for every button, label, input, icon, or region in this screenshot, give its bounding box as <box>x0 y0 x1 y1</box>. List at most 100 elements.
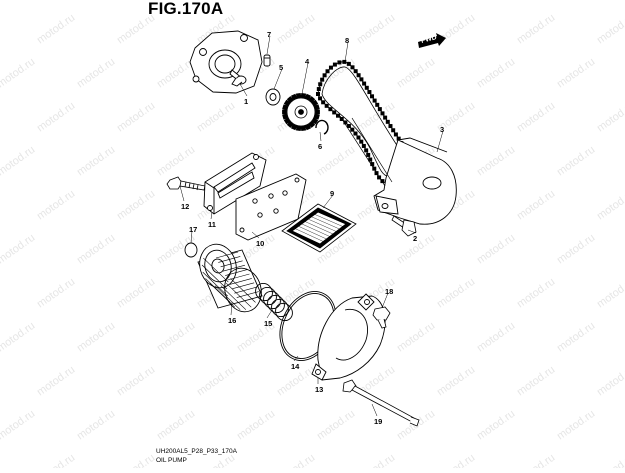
watermark-text: motod.ru <box>235 408 277 443</box>
watermark-text: motod.ru <box>315 0 357 2</box>
watermark-text: motod.ru <box>475 408 517 443</box>
watermark-text: motod.ru <box>195 364 237 399</box>
figure-title: FIG.170A <box>148 0 224 18</box>
leader-line-9 <box>322 194 334 209</box>
leader-line-6 <box>319 131 322 142</box>
callout-1: 1 <box>244 97 248 106</box>
watermark-text: motod.ru <box>595 12 625 47</box>
watermark-text: motod.ru <box>115 364 157 399</box>
footer-caption: OIL PUMP <box>156 457 187 464</box>
watermark-text: motod.ru <box>275 12 317 47</box>
watermark-text: motod.ru <box>355 12 397 47</box>
watermark-text: motod.ru <box>195 100 237 135</box>
watermark-text: motod.ru <box>75 144 117 179</box>
bolt-12 <box>166 176 206 191</box>
watermark-text: motod.ru <box>555 232 597 267</box>
watermark-text: motod.ru <box>595 452 625 468</box>
fwd-arrow-icon <box>418 33 446 48</box>
cover-part <box>203 152 267 215</box>
watermark-text: motod.ru <box>35 452 77 468</box>
watermark-text: motod.ru <box>395 320 437 355</box>
watermark-text: motod.ru <box>475 320 517 355</box>
watermark-text: motod.ru <box>555 0 597 2</box>
callout-11: 11 <box>208 220 216 229</box>
watermark-text: motod.ru <box>435 276 477 311</box>
callout-4: 4 <box>305 57 310 66</box>
leader-line-4 <box>301 62 309 95</box>
watermark-text: motod.ru <box>275 452 317 468</box>
leader-line-10 <box>251 231 260 239</box>
watermark-text: motod.ru <box>0 144 37 179</box>
callout-3: 3 <box>440 125 444 134</box>
watermark-text: motod.ru <box>75 0 117 2</box>
watermark-text: motod.ru <box>155 232 197 267</box>
leader-line-17 <box>190 230 193 244</box>
watermark-text: motod.ru <box>275 276 317 311</box>
watermark-text: motod.ru <box>395 0 437 2</box>
watermark-text: motod.ru <box>595 188 625 223</box>
pin-part <box>263 54 271 67</box>
footer-code: UH200AL5_P28_P33_170A <box>156 448 237 455</box>
callout-12: 12 <box>181 202 189 211</box>
watermark-text: motod.ru <box>115 452 157 468</box>
watermark-text: motod.ru <box>475 56 517 91</box>
callout-19: 19 <box>374 417 382 426</box>
bolt-18 <box>372 306 391 329</box>
chain-guide-cover <box>339 115 457 225</box>
callout-17: 17 <box>189 225 197 234</box>
leader-line-19 <box>371 403 378 417</box>
watermark-text: motod.ru <box>0 320 37 355</box>
callout-15: 15 <box>264 319 272 328</box>
leader-line-12 <box>179 185 185 202</box>
leader-line-14 <box>293 355 299 362</box>
watermark-text: motod.ru <box>475 144 517 179</box>
watermark-text: motod.ru <box>75 232 117 267</box>
watermark-text: motod.ru <box>395 56 437 91</box>
leader-line-11 <box>210 211 213 220</box>
watermark-text: motod.ru <box>0 408 37 443</box>
callout-leaders <box>179 35 444 417</box>
watermark-text: motod.ru <box>435 452 477 468</box>
leader-line-2 <box>407 229 417 234</box>
callout-16: 16 <box>228 316 236 325</box>
watermark-text: motod.ru <box>515 452 557 468</box>
watermark-text: motod.ru <box>595 276 625 311</box>
watermark-text: motod.ru <box>475 0 517 2</box>
watermark-text: motod.ru <box>35 188 77 223</box>
leader-line-3 <box>436 130 444 153</box>
callout-18: 18 <box>385 287 393 296</box>
watermark-text: motod.ru <box>35 276 77 311</box>
watermark-text: motod.ru <box>75 408 117 443</box>
leader-line-15 <box>266 309 273 319</box>
callout-2: 2 <box>413 234 417 243</box>
watermark-text: motod.ru <box>515 276 557 311</box>
watermark-text: motod.ru <box>515 100 557 135</box>
watermark-text: motod.ru <box>0 232 37 267</box>
spring-part <box>255 282 293 322</box>
watermark-text: motod.ru <box>75 320 117 355</box>
oil-filter-part <box>197 243 263 313</box>
oil-pump-assembly <box>189 30 263 94</box>
circlip-part <box>315 119 329 135</box>
watermark-text: motod.ru <box>115 276 157 311</box>
watermark-text: motod.ru <box>155 408 197 443</box>
sprocket-part <box>282 92 320 132</box>
watermark-text: motod.ru <box>35 364 77 399</box>
watermark-text: motod.ru <box>115 188 157 223</box>
watermark-text: motod.ru <box>595 364 625 399</box>
watermark-text: motod.ru <box>355 452 397 468</box>
callout-6: 6 <box>318 142 322 151</box>
watermark-text: motod.ru <box>155 144 197 179</box>
watermark-text: motod.ru <box>35 100 77 135</box>
callout-14: 14 <box>291 362 300 371</box>
watermark-text: motod.ru <box>555 144 597 179</box>
leader-line-1 <box>239 83 248 97</box>
watermark-text: motod.ru <box>235 0 277 2</box>
bolt-19 <box>342 379 420 427</box>
watermark-text: motod.ru <box>555 408 597 443</box>
watermark-text: motod.ru <box>115 100 157 135</box>
watermark-text: motod.ru <box>0 56 37 91</box>
